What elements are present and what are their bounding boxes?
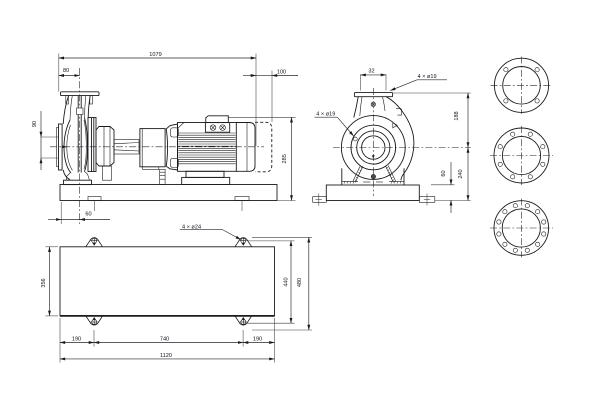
svg-text:32: 32 <box>368 69 374 75</box>
svg-text:190: 190 <box>253 336 262 342</box>
svg-text:4 × ø19: 4 × ø19 <box>417 74 436 80</box>
svg-text:4 × ø19: 4 × ø19 <box>316 112 335 118</box>
svg-text:1079: 1079 <box>149 52 161 58</box>
svg-text:285: 285 <box>282 154 288 163</box>
svg-text:440: 440 <box>283 277 289 286</box>
svg-text:240: 240 <box>458 169 464 178</box>
svg-text:100: 100 <box>277 69 286 75</box>
svg-text:80: 80 <box>63 68 69 74</box>
svg-text:188: 188 <box>454 111 460 120</box>
svg-text:60: 60 <box>85 211 91 217</box>
svg-text:90: 90 <box>32 121 38 127</box>
svg-text:740: 740 <box>160 336 169 342</box>
svg-text:190: 190 <box>72 336 81 342</box>
svg-text:356: 356 <box>41 278 47 287</box>
svg-text:1120: 1120 <box>160 353 172 359</box>
svg-text:480: 480 <box>297 278 303 287</box>
svg-text:60: 60 <box>441 170 447 176</box>
svg-text:4 × ø24: 4 × ø24 <box>182 224 201 230</box>
